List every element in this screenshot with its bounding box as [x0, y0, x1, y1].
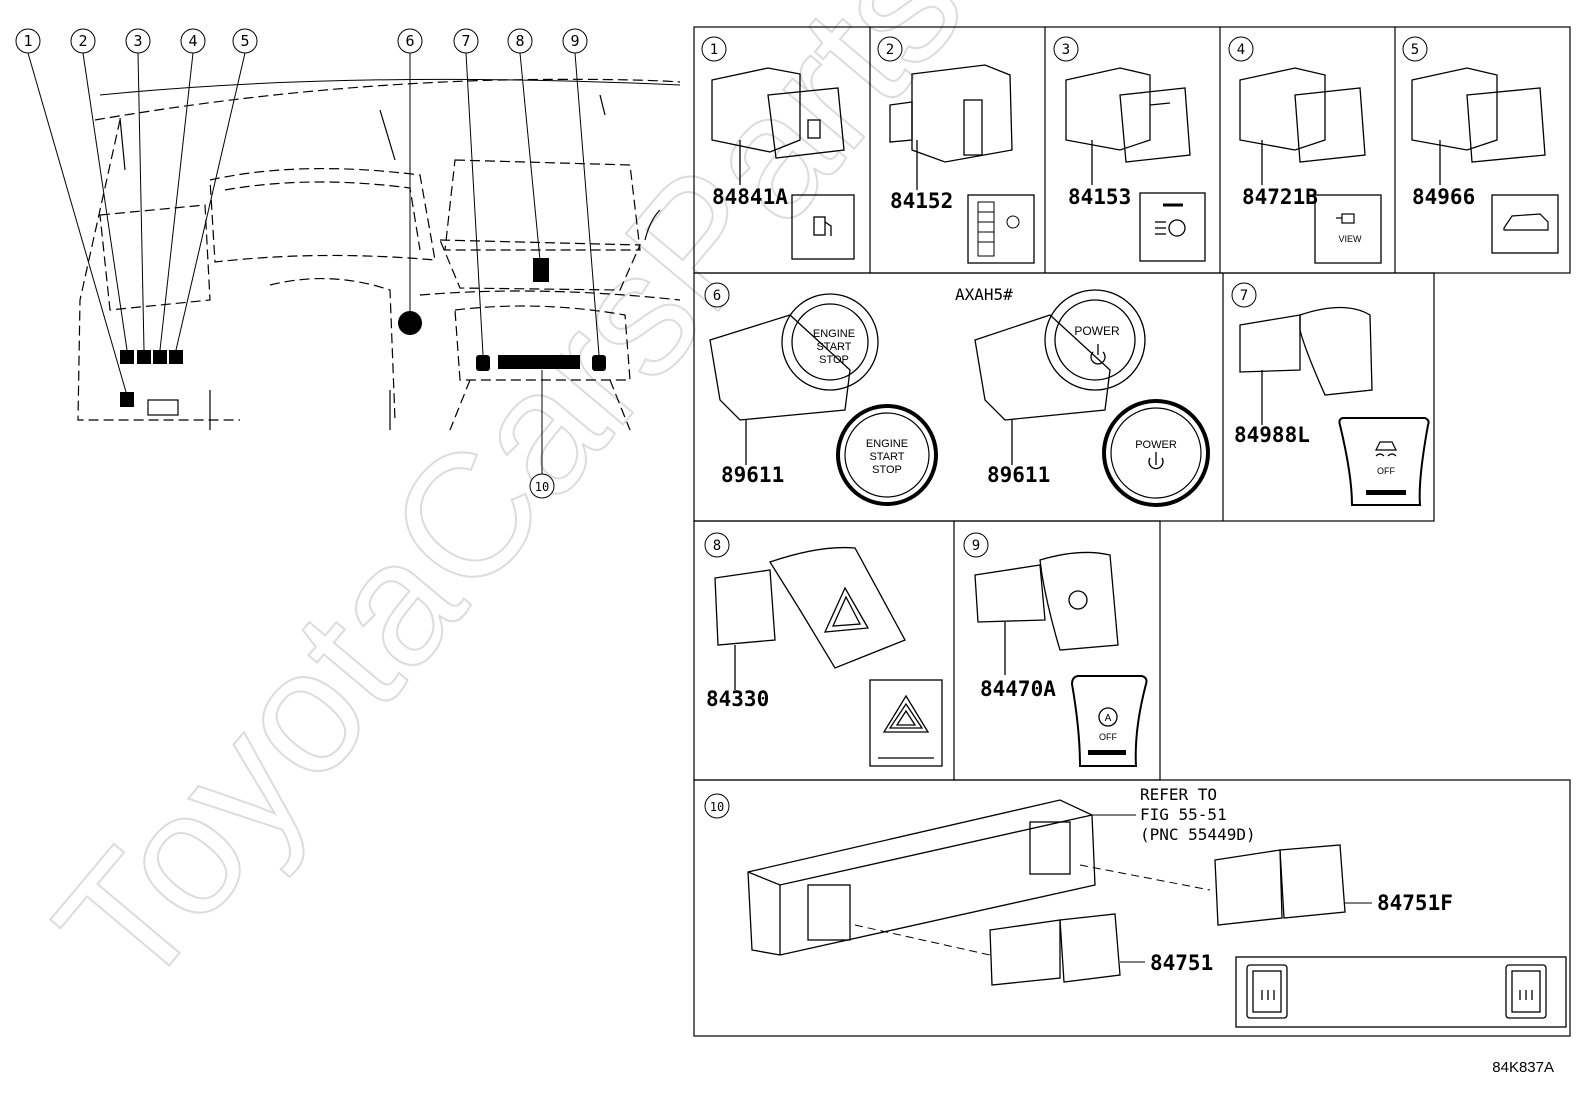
skid-car-icon	[1375, 441, 1397, 457]
power-symbol-icon	[1090, 344, 1106, 365]
panel-3: 3 84153	[1053, 36, 1206, 262]
power-switch-drawing	[974, 289, 1146, 465]
start-label-drawing: START	[816, 341, 851, 353]
panel-2-number: 2	[886, 42, 894, 58]
auto-a-glyph: A	[1105, 713, 1112, 724]
panel-5-part-number: 84966	[1412, 185, 1475, 209]
callout-1: 1	[23, 32, 32, 50]
headlight-leveling-switch-drawing	[889, 64, 1013, 190]
refer-line-2: FIG 55-51	[1140, 805, 1227, 824]
dashboard-sketch	[77, 78, 681, 431]
refer-line-1: REFER TO	[1140, 785, 1217, 804]
panel-7-number: 7	[1240, 288, 1248, 304]
callout-3: 3	[133, 32, 142, 50]
stop-label-drawing: STOP	[819, 354, 849, 366]
power-label-drawing: POWER	[1074, 324, 1120, 338]
auto-stop-off-label: OFF	[1099, 732, 1117, 742]
power-label: POWER	[1135, 439, 1177, 451]
callout-4: 4	[188, 32, 197, 50]
stop-label: STOP	[872, 464, 902, 476]
camera-view-icon	[1336, 213, 1355, 224]
callout-2: 2	[78, 32, 87, 50]
hazard-triangle-icon	[882, 694, 930, 733]
fuel-door-switch-drawing	[711, 67, 845, 185]
panel-5-number: 5	[1411, 42, 1419, 58]
callout-7: 7	[461, 32, 470, 50]
panel-1-part-number: 84841A	[712, 185, 788, 209]
panels-grid	[693, 26, 1571, 1037]
panel-8: 8 84330	[704, 532, 943, 767]
panel-6-part-number-b: 89611	[987, 463, 1050, 487]
panel-2: 2 84152	[877, 36, 1035, 264]
seat-heater-icon-right	[1505, 964, 1547, 1019]
panel-4-number: 4	[1237, 42, 1245, 58]
panel-10-part-number-a: 84751F	[1377, 891, 1453, 915]
callout-10: 10	[535, 480, 549, 494]
vsc-off-switch-drawing	[1239, 306, 1373, 425]
refer-line-3: (PNC 55449D)	[1140, 825, 1256, 844]
hazard-switch-drawing	[714, 546, 906, 690]
panel-6: 6 AXAH5# ENGINE START STOP 89611 ENGINE …	[704, 282, 1210, 507]
auto-high-beam-icon	[1155, 203, 1186, 237]
overview-callouts	[15, 28, 600, 499]
panel-4: 4 84721B VIEW	[1228, 36, 1382, 264]
panel-6-number: 6	[713, 288, 721, 304]
seat-heater-icon-left	[1246, 964, 1288, 1019]
fuel-icon	[813, 216, 832, 236]
leveling-dial-icon	[977, 201, 1020, 257]
engine-label: ENGINE	[866, 438, 908, 450]
panel-2-part-number: 84152	[890, 189, 953, 213]
panel-8-number: 8	[713, 538, 721, 554]
power-button-symbol-icon	[1148, 452, 1164, 470]
panel-6-variant-label: AXAH5#	[955, 285, 1013, 304]
view-switch-drawing	[1239, 67, 1366, 185]
callout-6: 6	[405, 32, 414, 50]
view-icon-label: VIEW	[1338, 234, 1362, 244]
panel-9: 9 84470A A OFF	[963, 532, 1148, 767]
suv-back-door-icon	[1503, 213, 1549, 231]
callout-9: 9	[570, 32, 579, 50]
panel-3-part-number: 84153	[1068, 185, 1131, 209]
vsc-off-label: OFF	[1377, 466, 1395, 476]
overview-callout-labels: 1 2 3 4 5 6 7 8 9 10	[23, 32, 579, 494]
panel-8-part-number: 84330	[706, 687, 769, 711]
auto-high-beam-switch-drawing	[1065, 67, 1191, 185]
engine-start-switch-drawing	[709, 293, 879, 465]
switch-location-marks	[120, 258, 606, 407]
switch-bezel-drawing	[747, 799, 1096, 956]
panel-7-part-number: 84988L	[1234, 423, 1310, 447]
start-label: START	[869, 451, 904, 463]
dashboard-solid-lines	[99, 78, 681, 430]
panel-6-part-number-a: 89611	[721, 463, 784, 487]
seat-heater-switch-drawings	[989, 844, 1346, 986]
back-door-switch-drawing	[1411, 67, 1546, 185]
engine-label-drawing: ENGINE	[813, 328, 855, 340]
panel-7: 7 84988L OFF	[1231, 282, 1430, 506]
panel-10-number: 10	[710, 800, 724, 814]
panel-3-number: 3	[1062, 42, 1070, 58]
drawing-code: 84K837A	[1492, 1059, 1554, 1076]
power-button-face	[1102, 399, 1210, 507]
auto-a-icon	[1098, 707, 1118, 727]
panel-10-part-number-b: 84751	[1150, 951, 1213, 975]
panel-9-part-number: 84470A	[980, 677, 1056, 701]
panel-5: 5 84966	[1402, 36, 1559, 254]
panel-1: 1 84841A	[701, 36, 855, 260]
panel-1-number: 1	[710, 42, 718, 58]
auto-stop-off-switch-drawing	[974, 551, 1119, 675]
panel-4-part-number: 84721B	[1242, 185, 1318, 209]
callout-5: 5	[240, 32, 249, 50]
dashed-leaders	[854, 864, 1211, 956]
dashboard-overview: 1 2 3 4 5 6 7 8 9 10	[15, 28, 681, 499]
panel-10: 10 REFER TO FIG 55-51 (PNC 55449D) 84751…	[704, 785, 1567, 1028]
watermark: ToyotaCarsParts.net	[20, 0, 1188, 1024]
panel-9-number: 9	[972, 538, 980, 554]
callout-8: 8	[515, 32, 524, 50]
engine-start-button-face	[836, 404, 938, 506]
